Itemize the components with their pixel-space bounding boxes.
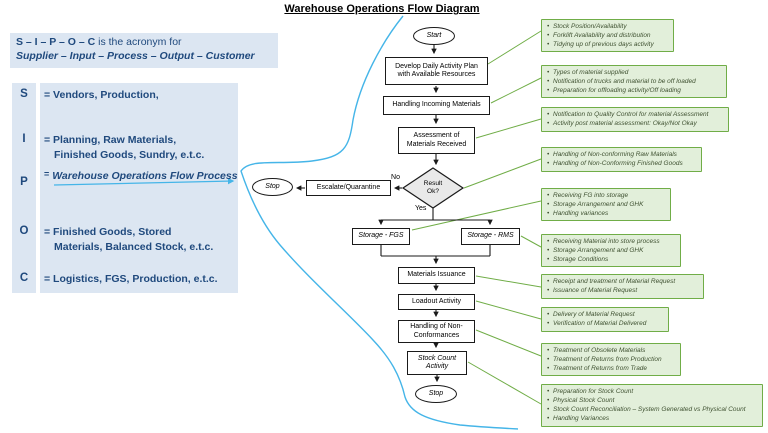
- sipoc-header: S – I – P – O – C is the acronym for Sup…: [10, 33, 278, 68]
- annotation-note-loadout: Delivery of Material Request Verificatio…: [541, 307, 669, 332]
- flow-node-loadout-activity: Loadout Activity: [398, 294, 475, 310]
- sipoc-letter-c: C: [19, 272, 29, 284]
- note-bullet: Treatment of Returns from Trade: [546, 364, 676, 373]
- flow-node-assessment: Assessment of Materials Received: [398, 127, 475, 154]
- note-bullet: Activity post material assessment: Okay/…: [546, 119, 724, 128]
- sipoc-letter-column: [12, 83, 36, 293]
- sipoc-letter-i: I: [22, 133, 26, 145]
- note-bullet: Treatment of Obsolete Materials: [546, 346, 676, 355]
- note-bullet: Physical Stock Count: [546, 396, 758, 405]
- sipoc-header-line1: S – I – P – O – C is the acronym for: [16, 36, 182, 48]
- edge-label-no: No: [391, 174, 400, 181]
- annotation-note-storage-fgs: Receiving FG into storage Storage Arrang…: [541, 188, 671, 221]
- annotation-connectors: [411, 30, 542, 405]
- note-bullet: Verification of Material Delivered: [546, 319, 664, 328]
- note-bullet: Notification to Quality Control for mate…: [546, 110, 724, 119]
- flow-node-stop-bottom: Stop: [415, 385, 457, 403]
- note-bullet: Stock Position/Availability: [546, 22, 669, 31]
- edge-label-yes: Yes: [415, 205, 427, 212]
- sipoc-def-o: = Finished Goods, Stored Materials, Bala…: [44, 226, 214, 253]
- annotation-note-materials-issuance: Receipt and treatment of Material Reques…: [541, 274, 704, 299]
- annotation-note-storage-rms: Receiving Material into store process St…: [541, 234, 681, 267]
- sipoc-def-p: = Warehouse Operations Flow Process: [44, 169, 238, 182]
- sipoc-letter-s: S: [20, 88, 28, 100]
- sipoc-letter-o: O: [19, 225, 29, 237]
- annotation-note-nonconforming: Handling of Non-conforming Raw Materials…: [541, 147, 702, 172]
- sipoc-def-c: = Logistics, FGS, Production, e.t.c.: [44, 273, 218, 285]
- note-bullet: Receiving Material into store process: [546, 237, 676, 246]
- flow-node-handling-incoming: Handling Incoming Materials: [383, 96, 490, 115]
- annotation-note-stock-count: Preparation for Stock Count Physical Sto…: [541, 384, 763, 427]
- flow-node-stock-count: Stock Count Activity: [407, 351, 467, 375]
- note-bullet: Handling variances: [546, 209, 666, 218]
- annotation-note-returns: Treatment of Obsolete Materials Treatmen…: [541, 343, 681, 376]
- note-bullet: Preparation for offloading activity/Off …: [546, 86, 722, 95]
- flow-node-escalate-quarantine: Escalate/Quarantine: [306, 180, 391, 196]
- note-bullet: Handling of Non-Conforming Finished Good…: [546, 159, 697, 168]
- page-title: Warehouse Operations Flow Diagram: [284, 3, 480, 15]
- note-bullet: Treatment of Returns from Production: [546, 355, 676, 364]
- flow-node-develop-plan: Develop Daily Activity Plan with Availab…: [385, 57, 488, 85]
- sipoc-def-i: = Planning, Raw Materials, Finished Good…: [44, 134, 205, 161]
- annotation-note-incoming-materials: Types of material supplied Notification …: [541, 65, 727, 98]
- flow-node-handling-nonconformances: Handling of Non- Conformances: [398, 320, 475, 343]
- sipoc-letter-p: P: [20, 176, 28, 188]
- note-bullet: Forklift Availability and distribution: [546, 31, 669, 40]
- flow-node-start: Start: [413, 27, 455, 45]
- note-bullet: Preparation for Stock Count: [546, 387, 758, 396]
- sipoc-definition-column: [40, 83, 238, 293]
- note-bullet: Handling Variances: [546, 414, 758, 423]
- note-bullet: Notification of trucks and material to b…: [546, 77, 722, 86]
- note-bullet: Issuance of Material Request: [546, 286, 699, 295]
- note-bullet: Storage Conditions: [546, 255, 676, 264]
- note-bullet: Storage Arrangement and GHK: [546, 200, 666, 209]
- flow-node-materials-issuance: Materials Issuance: [398, 267, 475, 284]
- note-bullet: Handling of Non-conforming Raw Materials: [546, 150, 697, 159]
- note-bullet: Storage Arrangement and GHK: [546, 246, 676, 255]
- note-bullet: Types of material supplied: [546, 68, 722, 77]
- process-link-pointer: [53, 177, 235, 186]
- flow-node-storage-rms: Storage - RMS: [461, 228, 520, 245]
- flow-arrows: [295, 45, 493, 383]
- process-link[interactable]: Warehouse Operations Flow Process: [52, 170, 238, 182]
- note-bullet: Tidying up of previous days activity: [546, 40, 669, 49]
- annotation-note-assessment: Notification to Quality Control for mate…: [541, 107, 729, 132]
- sipoc-def-s: = Vendors, Production,: [44, 89, 159, 101]
- note-bullet: Receipt and treatment of Material Reques…: [546, 277, 699, 286]
- flow-decision-result-ok: Result Ok?: [423, 179, 443, 196]
- blue-brace: [240, 15, 519, 430]
- annotation-note-daily-plan: Stock Position/Availability Forklift Ava…: [541, 19, 674, 52]
- decision-diamond: [401, 167, 465, 209]
- flow-node-storage-fgs: Storage - FGS: [352, 228, 410, 245]
- flow-node-stop-left: Stop: [252, 178, 293, 196]
- note-bullet: Stock Count Reconciliation – System Gene…: [546, 405, 758, 414]
- note-bullet: Receiving FG into storage: [546, 191, 666, 200]
- sipoc-header-line2: Supplier – Input – Process – Output – Cu…: [16, 49, 255, 62]
- note-bullet: Delivery of Material Request: [546, 310, 664, 319]
